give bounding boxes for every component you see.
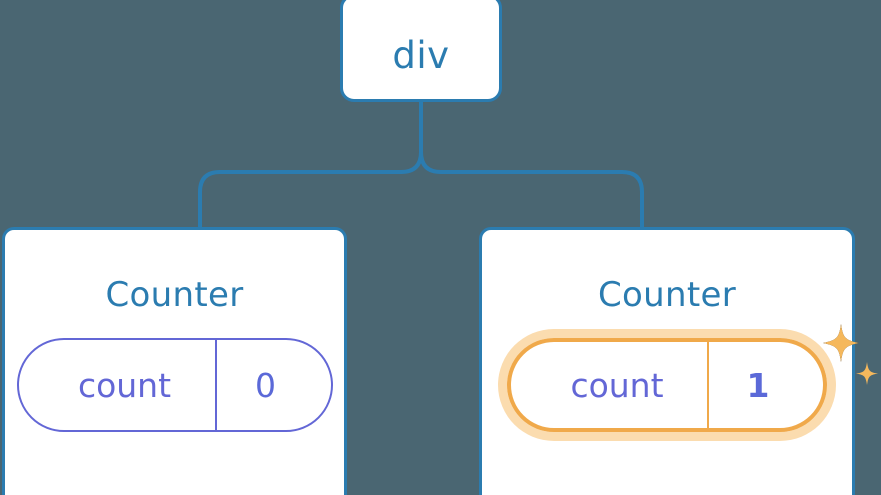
state-value: 0 — [217, 340, 331, 430]
node-root-div[interactable]: div — [340, 0, 502, 102]
state-pill-highlighted[interactable]: count 1 — [507, 338, 827, 432]
state-key: count — [19, 340, 215, 430]
state-pill-wrapper: count 1 — [507, 324, 878, 432]
state-key-label: count — [570, 365, 664, 405]
state-value: 1 — [709, 342, 823, 428]
state-key-label: count — [77, 365, 172, 405]
sparkles-icon — [823, 324, 878, 385]
node-title: Counter — [598, 275, 736, 315]
state-pill-divider — [214, 340, 217, 430]
node-root-label: div — [392, 33, 450, 77]
state-pill-wrapper: count 0 — [16, 338, 333, 432]
state-value-label: 1 — [746, 365, 770, 405]
node-counter-right[interactable]: Counter count 1 — [479, 227, 878, 495]
state-value-label: 0 — [255, 365, 276, 405]
node-counter-left[interactable]: Counter count 0 — [2, 227, 347, 495]
node-title: Counter — [105, 275, 244, 315]
state-pill-divider — [707, 342, 709, 428]
state-pill[interactable]: count 0 — [16, 338, 333, 432]
state-key: count — [511, 342, 707, 428]
